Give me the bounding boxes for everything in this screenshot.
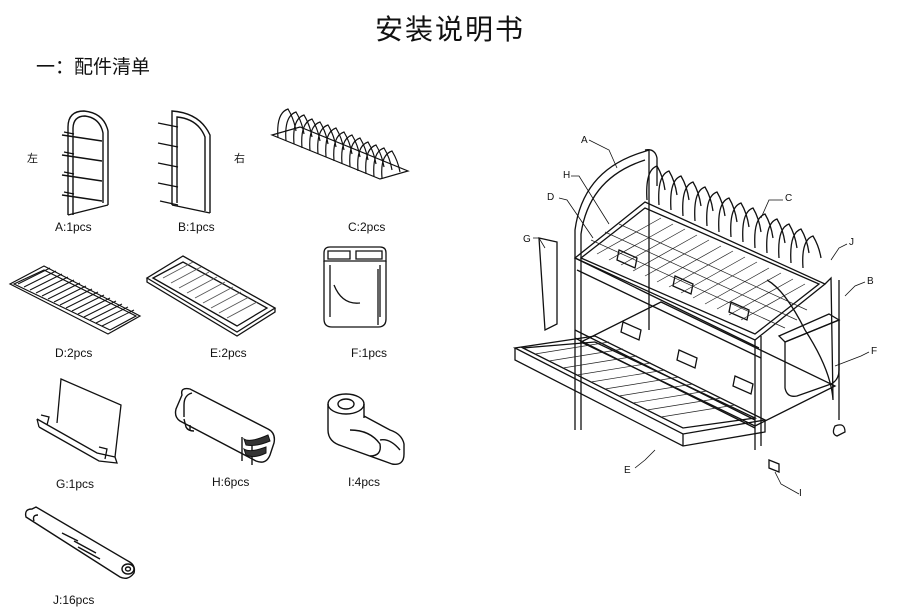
- callout-e: E: [624, 465, 631, 476]
- part-caption-g: G:1pcs: [56, 477, 95, 491]
- callout-i: I: [799, 488, 802, 499]
- part-c-drawing: [268, 105, 413, 185]
- callout-a: A: [581, 135, 588, 146]
- callout-b: B: [867, 276, 874, 287]
- assembly-drawing: [505, 130, 895, 510]
- part-caption-i: I:4pcs: [348, 475, 381, 489]
- part-b-drawing: [150, 105, 230, 220]
- part-e-drawing: [143, 252, 278, 337]
- callout-c: C: [785, 193, 793, 204]
- part-f-drawing: [320, 245, 390, 335]
- part-caption-a: A:1pcs: [55, 220, 92, 234]
- part-h-drawing: [172, 385, 282, 470]
- page-title: 安装说明书: [374, 13, 525, 46]
- part-caption-j: J:16pcs: [53, 593, 95, 607]
- part-caption-e: E:2pcs: [210, 346, 247, 360]
- part-a-drawing: [40, 105, 120, 220]
- part-g-drawing: [35, 375, 125, 470]
- callout-d: D: [547, 192, 555, 203]
- right-side-label: 右: [234, 152, 245, 165]
- part-d-drawing: [8, 262, 143, 337]
- part-caption-c: C:2pcs: [348, 220, 386, 234]
- part-j-drawing: [22, 505, 142, 585]
- callout-j: J: [849, 237, 854, 248]
- section-heading: 一：配件清单: [36, 56, 151, 78]
- callout-f: F: [871, 346, 878, 357]
- part-i-drawing: [320, 390, 410, 470]
- callout-g: G: [523, 234, 531, 245]
- part-caption-f: F:1pcs: [351, 346, 388, 360]
- part-caption-h: H:6pcs: [212, 475, 250, 489]
- left-side-label: 左: [27, 152, 38, 165]
- part-caption-d: D:2pcs: [55, 346, 93, 360]
- part-caption-b: B:1pcs: [178, 220, 215, 234]
- callout-h: H: [563, 170, 571, 181]
